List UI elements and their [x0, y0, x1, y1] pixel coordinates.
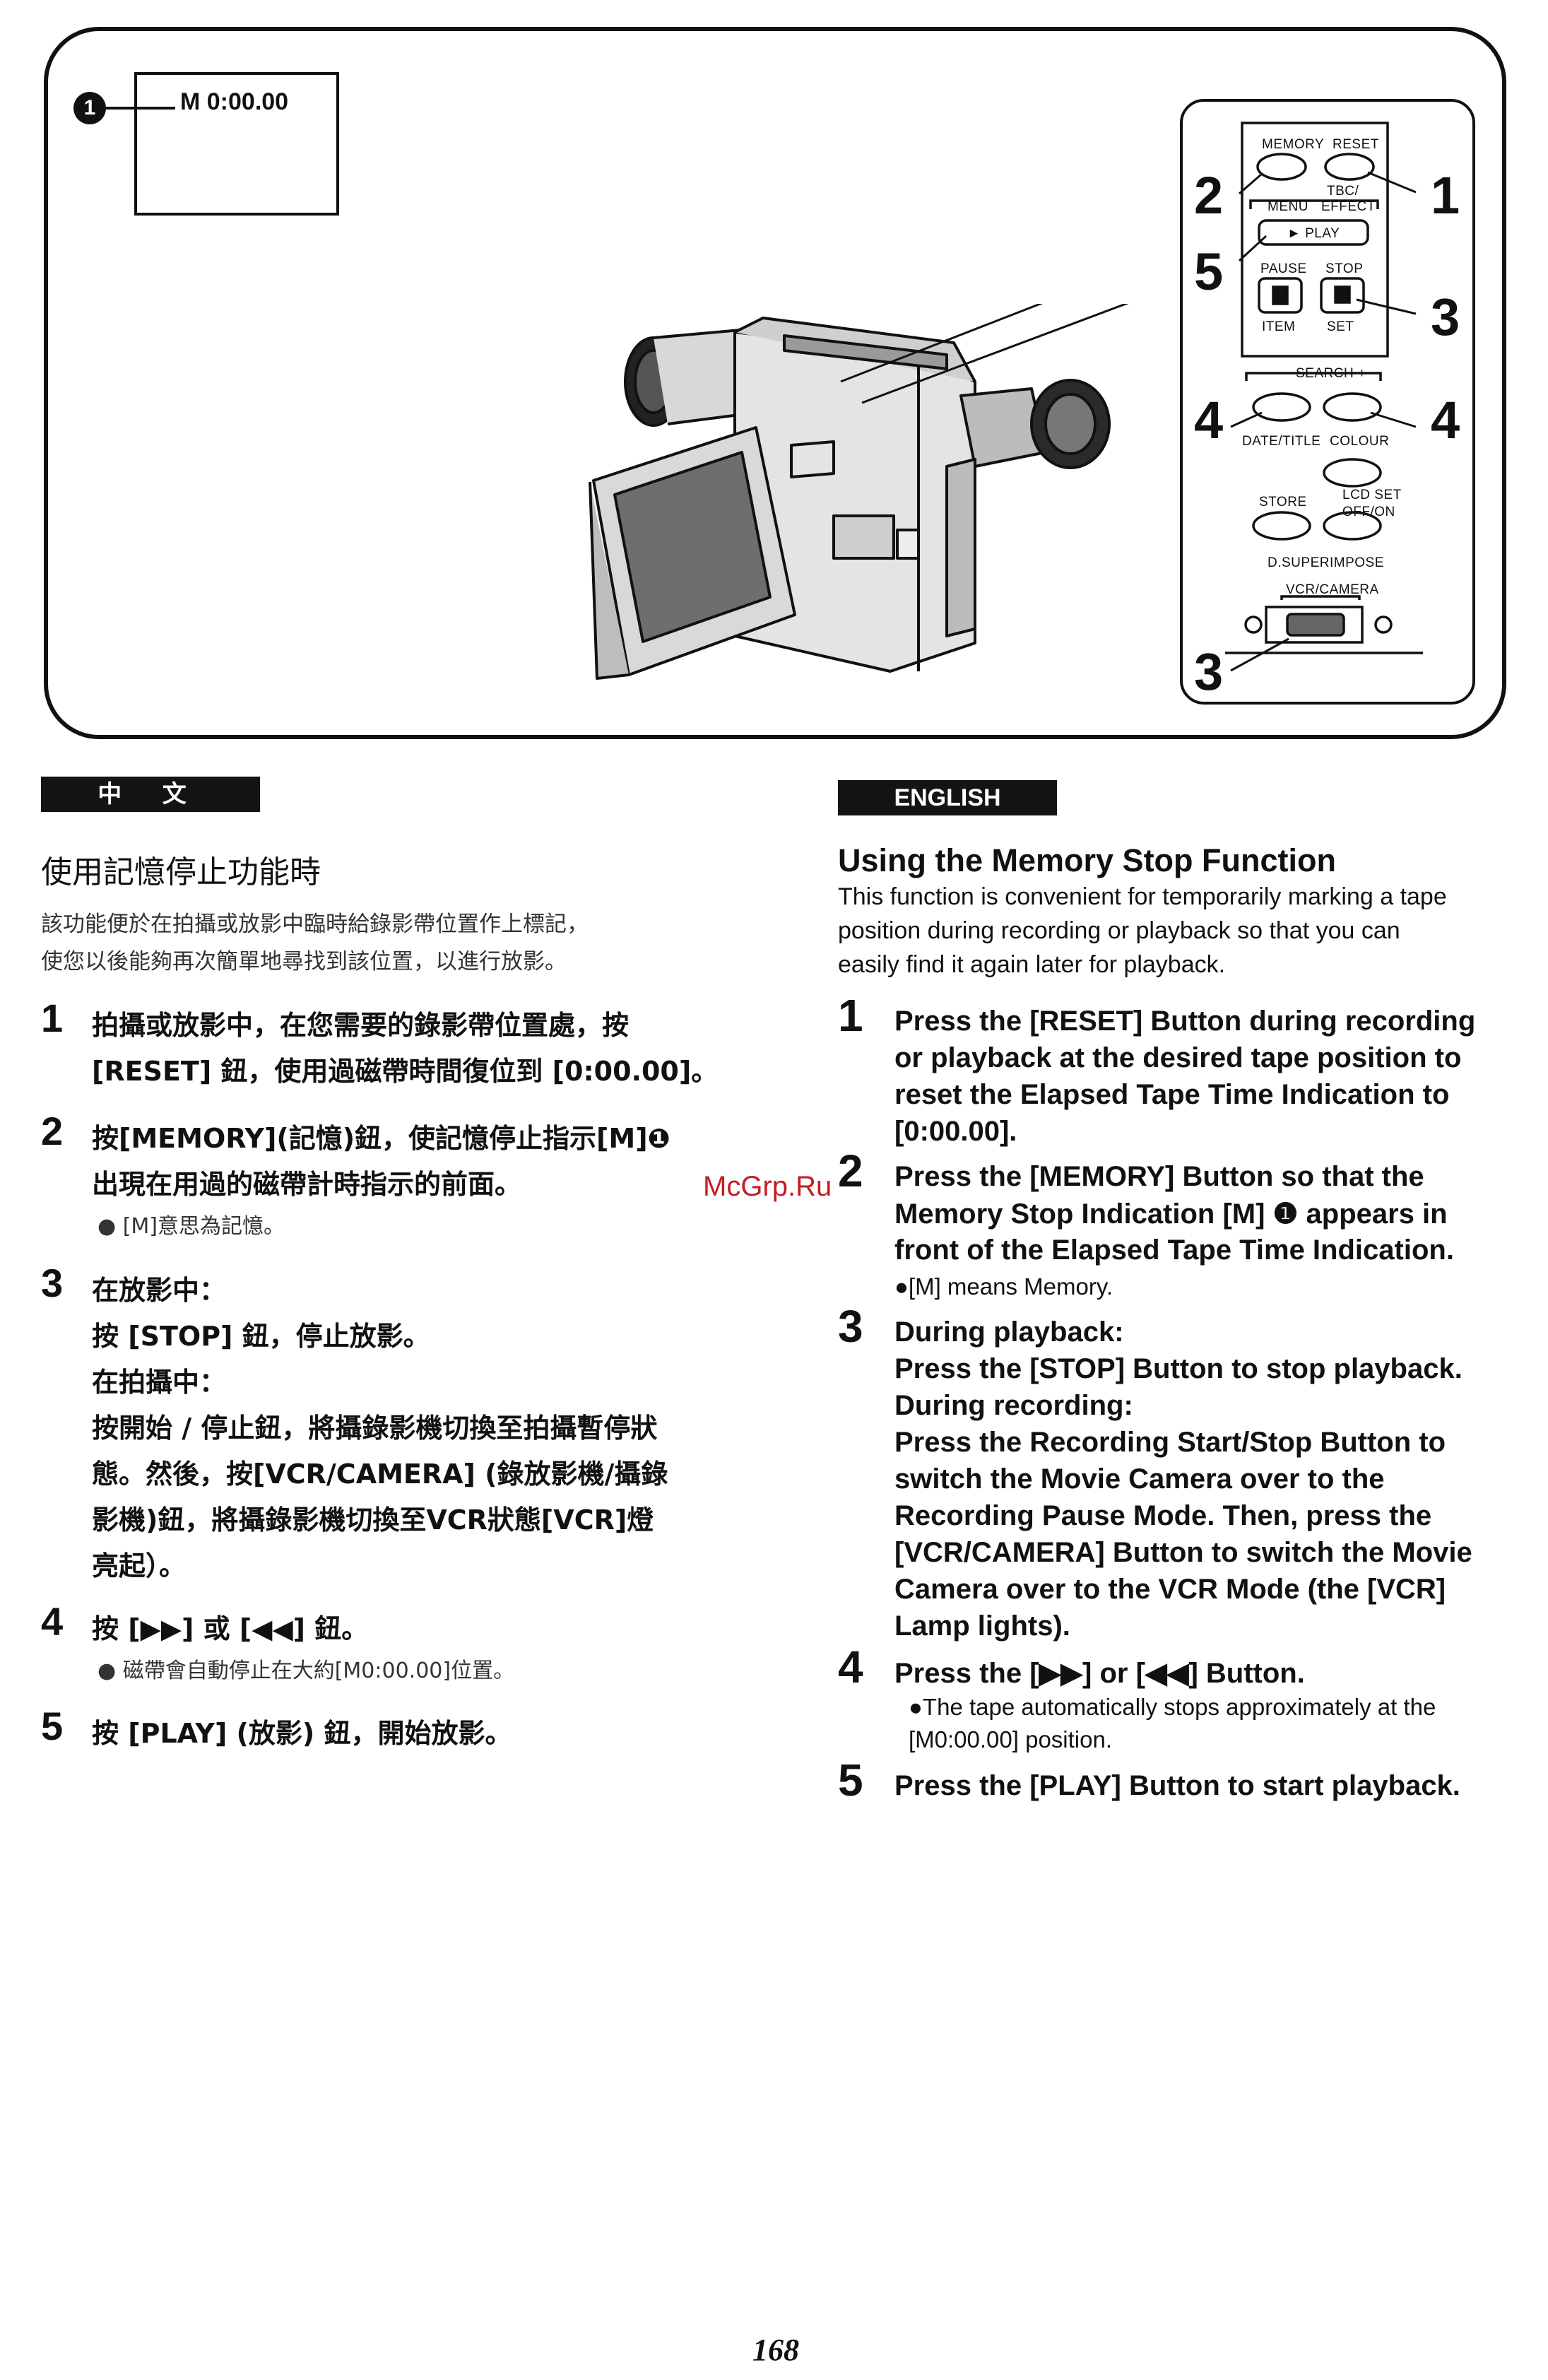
english-step-text: Memory Stop Indication [M] ❶ appears in — [894, 1198, 1448, 1230]
item-label: ITEM — [1262, 319, 1296, 334]
english-step-number: 5 — [838, 1755, 863, 1805]
english-step-note: ●The tape automatically stops approximat… — [909, 1694, 1436, 1720]
chinese-step-text: 出現在用過的磁帶計時指示的前面。 — [92, 1169, 522, 1200]
chinese-step-text: 拍攝或放影中，在您需要的錄影帶位置處，按 — [92, 1010, 630, 1041]
english-step-text: or playback at the desired tape position… — [894, 1042, 1462, 1073]
callout-leader-line — [106, 107, 175, 110]
control-panel-inset: MEMORY RESET TBC/ MENU EFFECT ► PLAY PAU… — [1180, 99, 1475, 705]
chinese-step-text: 按 [STOP] 鈕，停止放影。 — [92, 1321, 430, 1352]
vcr-camera-label: VCR/CAMERA — [1286, 582, 1379, 597]
colour-label: COLOUR — [1330, 434, 1390, 449]
callout-vcr-camera: 3 — [1194, 642, 1224, 701]
english-step-text: During recording: — [894, 1390, 1133, 1421]
english-step-number: 3 — [838, 1301, 863, 1352]
figure-frame — [44, 27, 1506, 739]
watermark: McGrp.Ru — [703, 1171, 832, 1202]
english-step-text: switch the Movie Camera over to the — [894, 1463, 1385, 1495]
english-title: Using the Memory Stop Function — [838, 842, 1336, 878]
chinese-step-text: 按開始 / 停止鈕，將攝錄影機切換至拍攝暫停狀 — [92, 1413, 658, 1444]
chinese-step-text: 在拍攝中： — [92, 1367, 227, 1398]
english-step-text: During playback: — [894, 1316, 1124, 1348]
callout-reset: 1 — [1431, 166, 1460, 225]
english-step-number: 4 — [838, 1642, 863, 1692]
date-title-label: DATE/TITLE — [1242, 434, 1321, 449]
callout-ffwd: 4 — [1431, 391, 1460, 449]
menu-label: MENU — [1268, 199, 1308, 214]
english-step-number: 1 — [838, 990, 863, 1041]
english-section-header: ENGLISH — [838, 780, 1057, 815]
chinese-step-text: 態。然後，按[VCR/CAMERA] (錄放影機/攝錄 — [92, 1459, 668, 1490]
english-step-text: reset the Elapsed Tape Time Indication t… — [894, 1079, 1450, 1110]
search-label: SEARCH + — [1296, 366, 1366, 381]
chinese-step-number: 4 — [41, 1599, 64, 1644]
chinese-step-text: 亮起）。 — [92, 1550, 187, 1581]
off-on-label: OFF/ON — [1342, 505, 1395, 519]
stop-label: STOP — [1325, 261, 1364, 276]
english-step-note: ●[M] means Memory. — [894, 1273, 1113, 1300]
callout-rewind: 4 — [1194, 391, 1224, 449]
english-step-text: Camera over to the VCR Mode (the [VCR] — [894, 1574, 1446, 1605]
english-step-number: 2 — [838, 1145, 863, 1196]
chinese-step-number: 3 — [41, 1261, 64, 1305]
d-superimpose-label: D.SUPERIMPOSE — [1268, 555, 1384, 570]
reset-label: RESET — [1333, 137, 1379, 152]
chinese-step-number: 5 — [41, 1704, 64, 1748]
chinese-step-text: 在放影中： — [92, 1275, 227, 1306]
chinese-intro-line: 該功能便於在拍攝或放影中臨時給錄影帶位置作上標記， — [41, 912, 589, 937]
chinese-title: 使用記憶停止功能時 — [41, 854, 321, 890]
english-step-text: [0:00.00]. — [894, 1116, 1017, 1147]
chinese-section-header: 中 文 — [41, 777, 260, 812]
lcd-set-label: LCD SET — [1342, 488, 1402, 502]
english-step-text: Press the [MEMORY] Button so that the — [894, 1161, 1424, 1192]
play-label: ► PLAY — [1287, 226, 1340, 241]
memory-indicator-text: M 0:00.00 — [180, 88, 289, 115]
camcorder-illustration — [589, 304, 1129, 680]
english-step-text: Press the [RESET] Button during recordin… — [894, 1006, 1476, 1037]
chinese-step-note: ● 磁帶會自動停止在大約[M0:00.00]位置。 — [98, 1659, 515, 1683]
english-step-text: Press the Recording Start/Stop Button to — [894, 1427, 1446, 1458]
chinese-step-text: 按 [▶▶] 或 [◀◀] 鈕。 — [92, 1613, 369, 1644]
callout-memory: 2 — [1194, 166, 1224, 225]
chinese-step-number: 1 — [41, 996, 64, 1040]
english-step-text: [VCR/CAMERA] Button to switch the Movie — [894, 1537, 1472, 1568]
chinese-step-note: ● [M]意思為記憶。 — [98, 1214, 285, 1239]
set-label: SET — [1327, 319, 1354, 334]
chinese-step-text: 按 [PLAY] (放影) 鈕，開始放影。 — [92, 1718, 512, 1749]
chinese-step-text: 按[MEMORY](記憶)鈕，使記憶停止指示[M]❶ — [92, 1123, 670, 1154]
english-intro-line: position during recording or playback so… — [838, 917, 1400, 944]
english-intro-line: easily find it again later for playback. — [838, 951, 1226, 978]
english-step-text: Press the [▶▶] or [◀◀] Button. — [894, 1658, 1305, 1689]
tbc-label: TBC/ — [1327, 184, 1359, 199]
english-step-note: [M0:00.00] position. — [909, 1726, 1113, 1752]
store-label: STORE — [1259, 495, 1307, 509]
english-step-text: Press the [PLAY] Button to start playbac… — [894, 1770, 1460, 1801]
effect-label: EFFECT — [1321, 199, 1376, 214]
chinese-step-number: 2 — [41, 1109, 64, 1153]
control-panel-drawing — [1225, 122, 1423, 672]
callout-stop: 3 — [1431, 288, 1460, 346]
chinese-intro-line: 使您以後能夠再次簡單地尋找到該位置，以進行放影。 — [41, 949, 567, 974]
viewfinder-display — [134, 72, 339, 216]
callout-badge: 1 — [73, 92, 106, 124]
chinese-step-text: [RESET] 鈕，使用過磁帶時間復位到 [0:00.00]。 — [92, 1056, 719, 1087]
page-number: 168 — [752, 2333, 799, 2367]
chinese-step-text: 影機)鈕，將攝錄影機切換至VCR狀態[VCR]燈 — [92, 1504, 654, 1536]
english-step-text: Press the [STOP] Button to stop playback… — [894, 1353, 1463, 1384]
callout-play: 5 — [1194, 242, 1224, 301]
english-step-text: front of the Elapsed Tape Time Indicatio… — [894, 1235, 1454, 1266]
memory-label: MEMORY — [1262, 137, 1325, 152]
english-intro-line: This function is convenient for temporar… — [838, 883, 1447, 910]
pause-label: PAUSE — [1260, 261, 1307, 276]
english-step-text: Recording Pause Mode. Then, press the — [894, 1500, 1432, 1531]
english-step-text: Lamp lights). — [894, 1610, 1070, 1642]
